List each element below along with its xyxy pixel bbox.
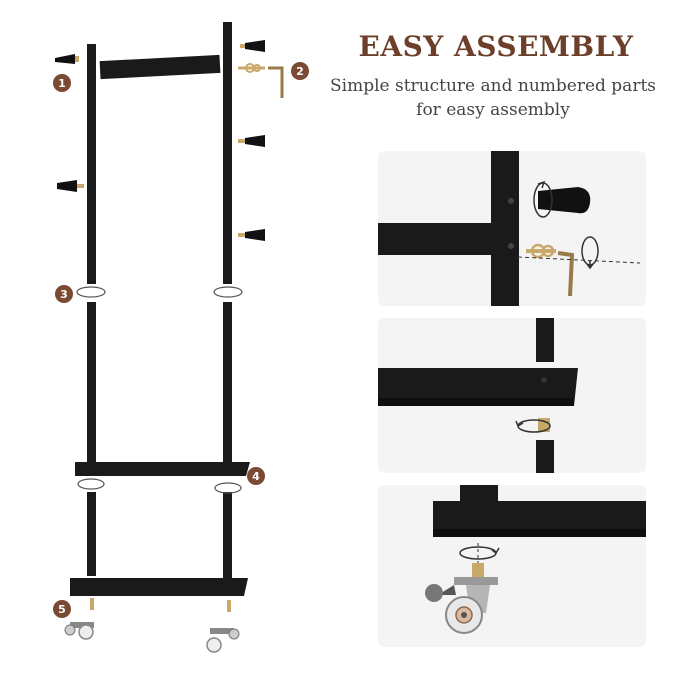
connector-ring (213, 286, 243, 298)
svg-text:1: 1 (58, 77, 66, 90)
subtitle-line-2: for easy assembly (416, 100, 570, 120)
caster-wheel-icon (206, 628, 240, 653)
rotate-arrow-icon (515, 419, 551, 433)
caster-detail (425, 485, 646, 634)
svg-text:3: 3 (60, 288, 68, 301)
step-badge-2: 2 (291, 62, 309, 80)
right-pole-lower (223, 492, 232, 580)
svg-text:4: 4 (252, 470, 260, 483)
hex-key-icon (526, 243, 575, 297)
detail-panel-hook-joint (378, 151, 646, 306)
connector-ring (214, 482, 242, 494)
hook-icon (538, 187, 591, 214)
shelf-joint-detail (378, 318, 578, 473)
page-title: EASY ASSEMBLY (358, 30, 634, 63)
caster-wheel-icon (425, 563, 498, 634)
left-pole-lower (87, 492, 96, 576)
lower-shelf (70, 578, 248, 596)
page-subtitle: Simple structure and numbered parts for … (320, 74, 666, 122)
rotate-arrow-icon (459, 546, 500, 560)
left-pole-upper (87, 44, 96, 284)
right-pole-middle (223, 302, 232, 462)
hook-joint-detail (378, 151, 641, 306)
svg-text:2: 2 (296, 65, 304, 78)
hook-icon (238, 229, 265, 241)
step-badge-1: 1 (53, 74, 71, 92)
hook-icon (55, 54, 79, 64)
hook-icon (57, 180, 84, 192)
upper-shelf (75, 462, 250, 476)
hex-key-icon (238, 63, 284, 98)
subtitle-line-1: Simple structure and numbered parts (329, 76, 656, 96)
caster-wheel-icon (64, 622, 94, 640)
connector-ring (77, 478, 105, 490)
step-badge-4: 4 (247, 467, 265, 485)
right-pole-upper (223, 22, 232, 284)
hook-icon (238, 135, 265, 147)
detail-panel-shelf-joint (378, 318, 646, 473)
rotate-arrow-icon (581, 236, 599, 270)
connector-ring (76, 286, 106, 298)
left-pole-middle (87, 302, 96, 462)
hook-icon (240, 40, 265, 52)
top-crossbar (99, 54, 221, 80)
coat-rack-exploded-view: 1 2 3 4 5 (53, 22, 309, 653)
step-badge-5: 5 (53, 600, 71, 618)
detail-panel-caster (378, 485, 646, 647)
svg-text:5: 5 (58, 603, 66, 616)
step-badge-3: 3 (55, 285, 73, 303)
rotate-arrow-icon (533, 180, 553, 218)
